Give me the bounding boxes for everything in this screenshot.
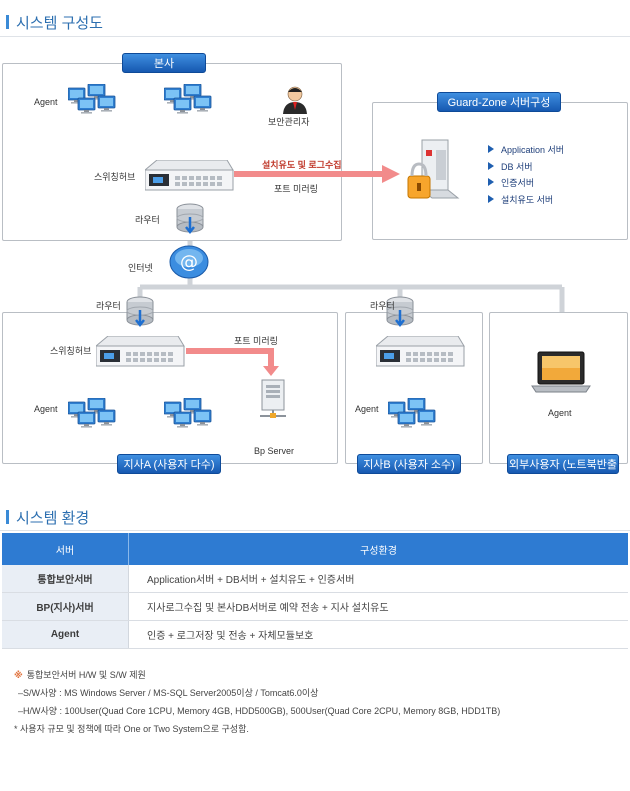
guardzone-item-label: 인증서버 [501,178,535,188]
guardzone-item: Application 서버 [488,142,564,159]
laptop-icon [531,351,591,393]
table-row: Agent 인증 + 로그저장 및 전송 + 자체모듈보호 [2,620,628,649]
guardzone-item: DB 서버 [488,159,564,176]
bullet-icon [488,178,494,186]
bp-server-icon [260,379,286,418]
svg-text:@: @ [180,252,198,273]
bullet-icon [488,145,494,153]
internet-icon: @ [169,245,209,279]
bp-server-label: Bp Server [254,446,295,456]
guardzone-tag: Guard-Zone 서버구성 [437,92,561,112]
section-title-text: 시스템 환경 [16,510,90,527]
branch-a-mirror-arrow-icon [186,348,279,376]
section-title-environment: 시스템 환경 [6,507,89,528]
hq-tag: 본사 [122,53,206,73]
note-mark-icon: ※ [14,670,23,680]
guardzone-item-label: DB 서버 [501,161,533,172]
branch-a-switching-hub-icon [96,336,185,367]
guardzone-item-label: Application 서버 [501,145,565,155]
divider [0,530,630,531]
bullet-icon [488,161,494,170]
hq-mirror-label: 포트 미러링 [274,184,318,194]
guardzone-item: 설치유도 서버 [488,192,564,209]
section-title-diagram: 시스템 구성도 [6,12,103,33]
bullet-icon [488,194,494,203]
row-server-name: 통합보안서버 [2,565,129,593]
spec-notes: ※통합보안서버 H/W 및 S/W 제원 –S/W사양 : MS Windows… [14,666,500,738]
hq-agent-pcs-2-icon [164,84,216,116]
branch-a-mirror-label: 포트 미러링 [234,336,278,346]
branch-a-agent-pcs-icon [68,398,120,430]
branch-b-tag: 지사B (사용자 소수) [357,454,461,474]
collect-label: 설치유도 및 로그수집 [262,160,342,170]
guardzone-item: 인증서버 [488,175,564,192]
row-config: 지사로그수집 및 본사DB서버로 예약 전송 + 지사 설치유도 [128,592,628,621]
title-bar-icon [6,510,9,524]
header-server: 서버 [2,533,129,565]
section-title-text: 시스템 구성도 [16,15,103,32]
footnote: * 사용자 규모 및 정책에 따라 One or Two System으로 구성… [14,724,249,734]
hq-router-icon [176,203,205,234]
row-server-name: BP(지사)서버 [2,592,129,621]
hq-switch-label: 스위칭허브 [94,172,136,182]
table-row: 통합보안서버 Application서버 + DB서버 + 설치유도 + 인증서… [2,565,628,593]
security-admin-label: 보안관리자 [268,117,310,127]
branch-a-agent-label: Agent [34,404,58,414]
hq-agent-pcs-icon [68,84,120,116]
table-row: BP(지사)서버 지사로그수집 및 본사DB서버로 예약 전송 + 지사 설치유… [2,592,628,621]
guardzone-item-label: 설치유도 서버 [501,194,554,205]
row-config: Application서버 + DB서버 + 설치유도 + 인증서버 [128,565,628,593]
external-tag: 외부사용자 (노트북반출입) [507,454,619,491]
title-bar-icon [6,15,9,29]
environment-table: 서버 구성환경 통합보안서버 Application서버 + DB서버 + 설치… [2,533,628,649]
external-agent-label: Agent [548,408,572,418]
branch-b-agent-label: Agent [355,404,379,414]
notes-heading-text: 통합보안서버 H/W 및 S/W 제원 [26,670,146,680]
branch-a-router-icon [126,296,155,327]
hq-router-label: 라우터 [135,215,160,225]
hw-spec: –H/W사양 : 100User(Quad Core 1CPU, Memory … [18,706,501,716]
header-config: 구성환경 [128,533,628,565]
guardzone-server-icon [407,139,460,199]
hq-switching-hub-icon [145,160,234,191]
internet-label: 인터넷 [128,263,153,273]
table-header-row: 서버 구성환경 [2,533,628,565]
branch-b-switching-hub-icon [376,336,465,367]
row-server-name: Agent [2,620,129,649]
branch-a-agent-pcs-2-icon [164,398,216,430]
security-admin-icon [283,86,307,114]
branch-a-tag: 지사A (사용자 다수) [117,454,221,474]
branch-b-agent-pcs-icon [388,398,440,430]
branch-b-box [345,312,483,464]
divider [0,36,630,37]
notes-heading: ※통합보안서버 H/W 및 S/W 제원 [14,666,500,684]
branch-a-switch-label: 스위칭허브 [50,346,92,356]
guardzone-item-list: Application 서버 DB 서버 인증서버 설치유도 서버 [488,142,564,208]
sw-spec: –S/W사양 : MS Windows Server / MS-SQL Serv… [18,688,319,698]
branch-b-router-label: 라우터 [370,301,395,311]
mirror-arrow-icon [234,165,400,183]
row-config: 인증 + 로그저장 및 전송 + 자체모듈보호 [128,620,628,649]
hq-agent-label: Agent [34,97,58,107]
branch-a-router-label: 라우터 [96,301,121,311]
